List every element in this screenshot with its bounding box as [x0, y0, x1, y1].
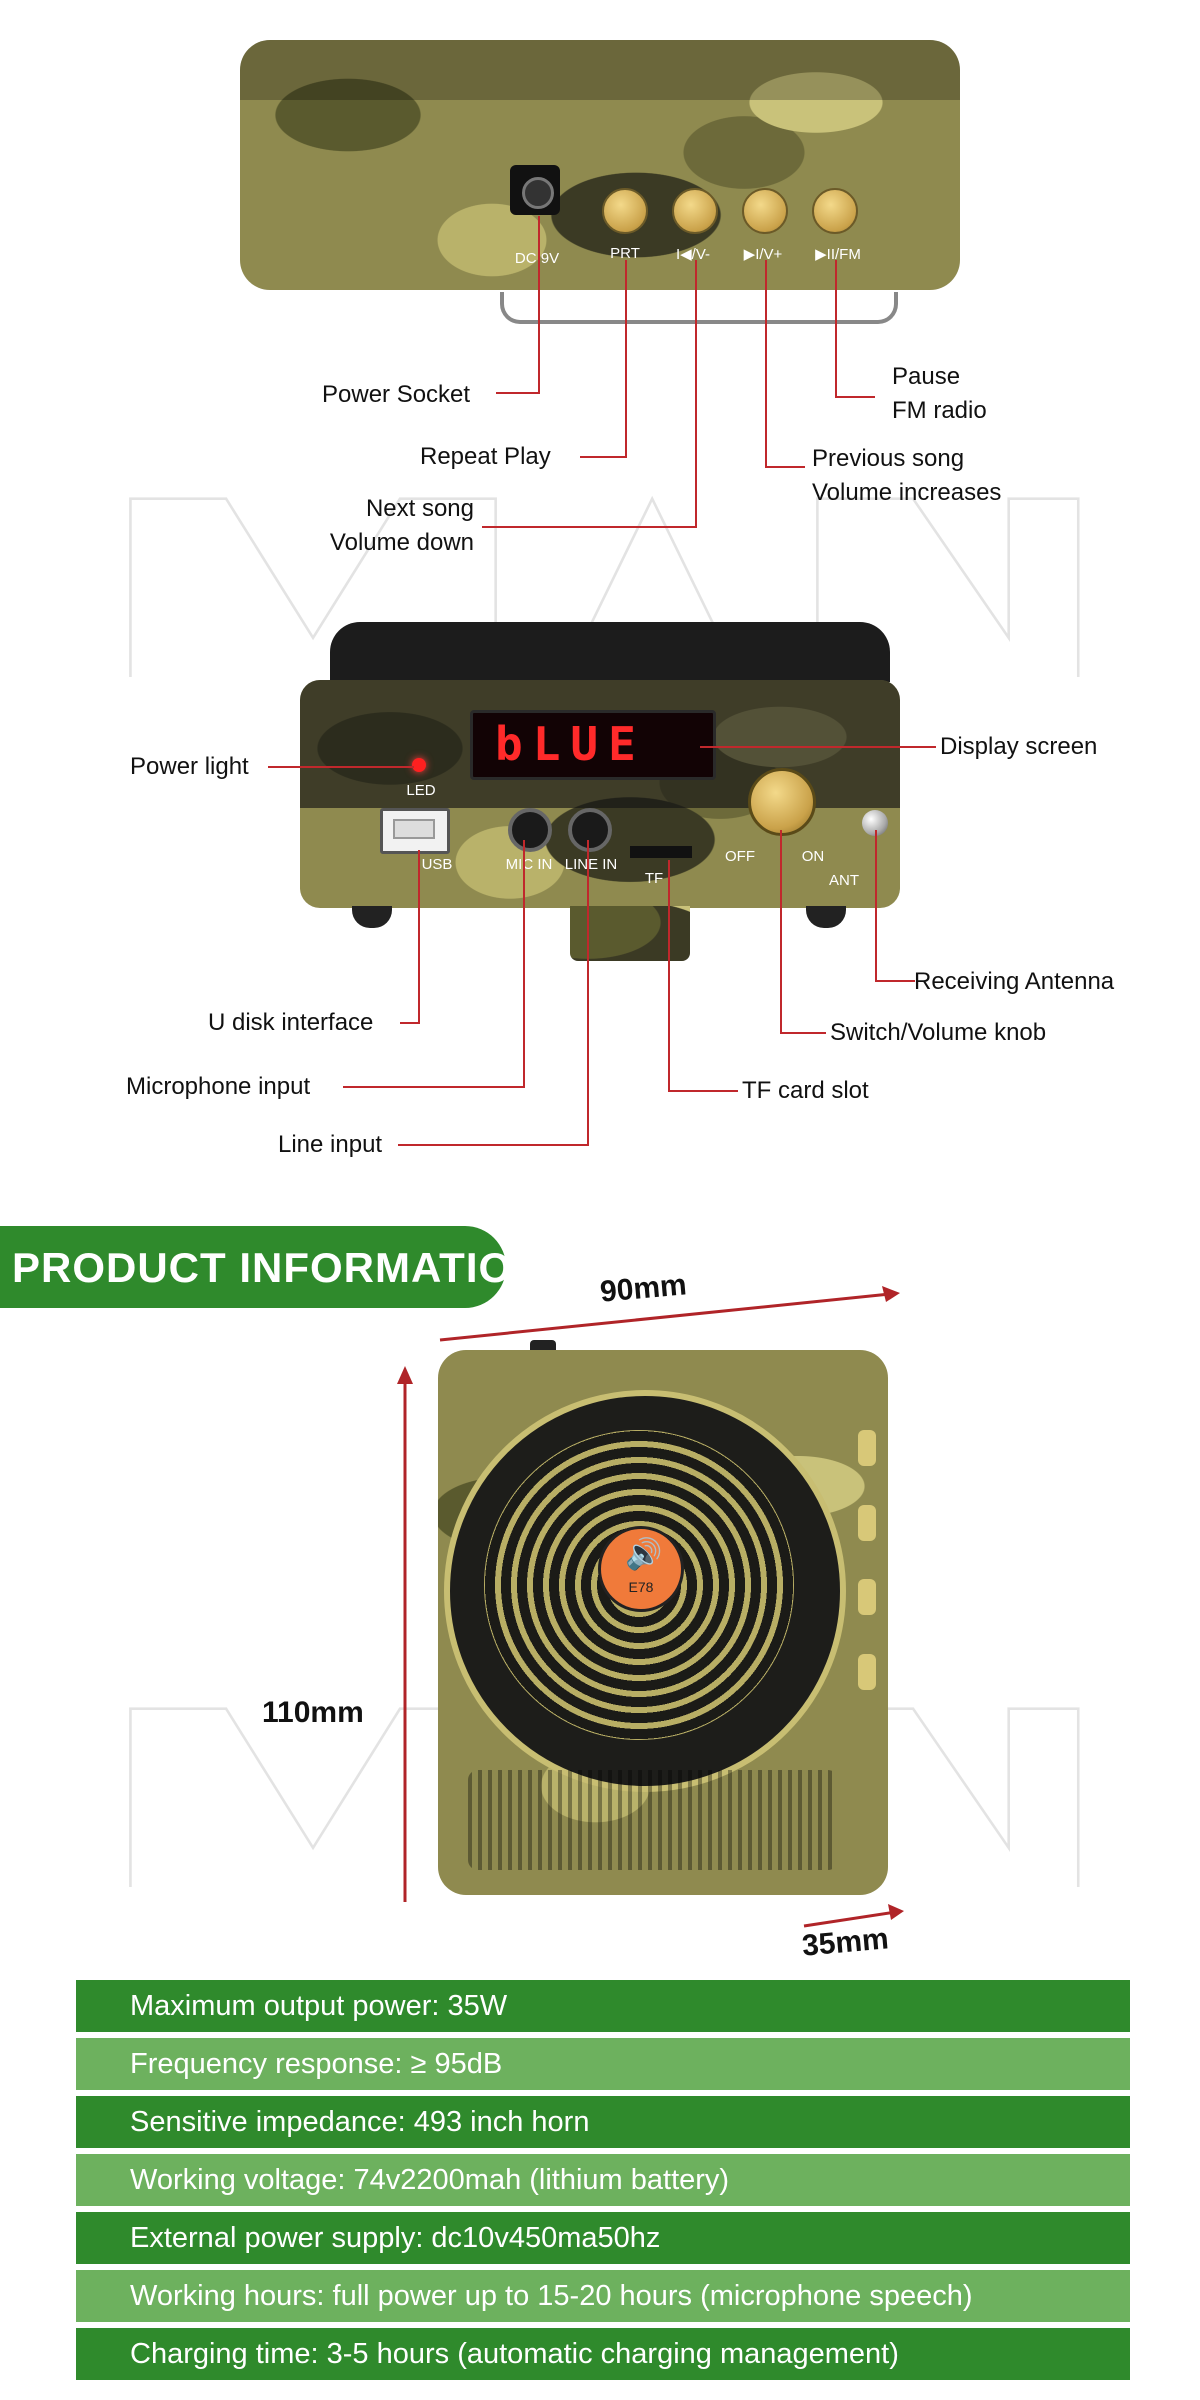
led-label: LED — [406, 782, 436, 799]
off-label: OFF — [725, 848, 755, 865]
callout-previous-song-line2: Volume increases — [812, 478, 1002, 506]
tf-label: TF — [644, 870, 664, 887]
callout-previous-song: Previous song Volume increases — [812, 442, 1001, 509]
mic-in-label: MIC IN — [505, 856, 553, 873]
spec-row: Charging time: 3-5 hours (automatic char… — [76, 2328, 1130, 2380]
front-stand — [570, 906, 690, 961]
product-info-title: PRODUCT INFORMATION — [12, 1244, 544, 1291]
prt-label: PRT — [610, 245, 640, 262]
speaker-badge: 🔊 E78 — [598, 1526, 684, 1612]
callout-pause: Pause FM radio — [892, 360, 987, 427]
power-led — [412, 758, 426, 772]
play-fm-label: ▶II/FM — [815, 246, 861, 263]
usb-label: USB — [421, 856, 453, 873]
speaker-badge-text: E78 — [628, 1579, 654, 1595]
product-info-banner: PRODUCT INFORMATION — [0, 1226, 543, 1308]
front-foot-left — [352, 906, 392, 928]
play-fm-button[interactable] — [812, 188, 858, 234]
callout-next-song-line1: Next song — [365, 495, 474, 522]
callout-display-screen: Display screen — [940, 733, 1098, 760]
height-arrow — [397, 1366, 413, 1902]
prev-volume-down-button[interactable] — [672, 188, 718, 234]
line-in-label: LINE IN — [564, 856, 618, 873]
callout-pause-line1: Pause — [892, 363, 961, 390]
next-volume-up-button[interactable] — [742, 188, 788, 234]
callout-pause-line2: FM radio — [892, 396, 987, 424]
dc-label: DC 9V — [514, 250, 560, 267]
volume-knob[interactable] — [748, 768, 816, 836]
spec-row: Sensitive impedance: 493 inch horn — [76, 2096, 1130, 2148]
prev-volume-label: I◀/V- — [675, 246, 711, 263]
tf-card-slot[interactable] — [630, 846, 692, 858]
line-in-jack[interactable] — [568, 808, 612, 852]
callout-microphone-input: Microphone input — [126, 1073, 311, 1100]
callout-next-song-line2: Volume down — [329, 528, 474, 556]
callout-repeat-play: Repeat Play — [420, 443, 551, 470]
spec-row: Frequency response: ≥ 95dB — [76, 2038, 1130, 2090]
display-text: bLUE — [495, 717, 646, 771]
depth-arrow — [803, 1904, 904, 1928]
speaker-bottom-panel — [468, 1770, 838, 1870]
speaker-front-view: bLUE LED USB MIC IN LINE IN TF OFF ON AN… — [300, 680, 900, 908]
callout-line-input: Line input — [278, 1131, 383, 1158]
spec-row: External power supply: dc10v450ma50hz — [76, 2212, 1130, 2264]
callout-u-disk: U disk interface — [208, 1009, 374, 1036]
spec-row: Working hours: full power up to 15-20 ho… — [76, 2270, 1130, 2322]
mic-in-jack[interactable] — [508, 808, 552, 852]
callout-power-socket: Power Socket — [322, 381, 471, 408]
speaker-front-main: 🔊 E78 — [438, 1350, 888, 1895]
display-screen: bLUE — [470, 710, 716, 780]
callout-power-light: Power light — [130, 753, 249, 780]
side-buttons — [858, 1430, 876, 1690]
speaker-top-view: DC 9V PRT I◀/V- ▶I/V+ ▶II/FM — [240, 40, 960, 290]
callout-receiving-antenna: Receiving Antenna — [914, 968, 1115, 995]
prt-button[interactable] — [602, 188, 648, 234]
speaker-grille-top — [330, 622, 890, 682]
callout-switch-volume: Switch/Volume knob — [830, 1019, 1047, 1046]
callout-previous-song-line1: Previous song — [812, 445, 965, 472]
depth-dimension: 35mm — [800, 1922, 890, 1963]
dc-socket — [510, 165, 560, 215]
ant-label: ANT — [829, 872, 859, 889]
belt-clip — [500, 292, 898, 324]
front-foot-right — [806, 906, 846, 928]
spec-row: Maximum output power: 35W — [76, 1980, 1130, 2032]
spec-row: Working voltage: 74v2200mah (lithium bat… — [76, 2154, 1130, 2206]
height-dimension: 110mm — [262, 1696, 364, 1729]
usb-port[interactable] — [380, 808, 450, 854]
sound-icon: 🔊 — [625, 1538, 663, 1571]
next-volume-label: ▶I/V+ — [743, 246, 783, 263]
width-arrow — [439, 1286, 900, 1342]
on-label: ON — [801, 848, 825, 865]
callout-tf-card: TF card slot — [742, 1077, 869, 1104]
callout-next-song: Next song Volume down — [308, 492, 474, 559]
